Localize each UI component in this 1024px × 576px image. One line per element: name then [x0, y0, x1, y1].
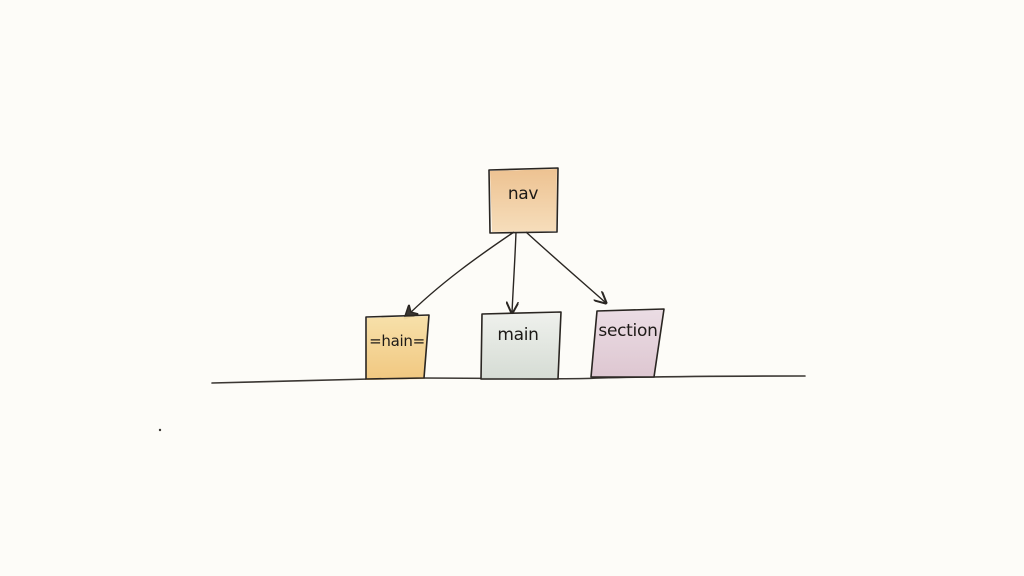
- edge-nav-section: [525, 231, 606, 303]
- node-section: section: [590, 308, 665, 378]
- ink-speck: [158, 428, 162, 432]
- node-label-section: section: [598, 321, 657, 341]
- node-label-main: main: [497, 325, 538, 345]
- node-hain: =hain=: [365, 314, 430, 380]
- edge-nav-hain: [405, 231, 515, 318]
- node-nav: nav: [488, 167, 559, 234]
- node-main: main: [480, 311, 562, 380]
- node-label-hain: =hain=: [369, 332, 425, 350]
- edge-nav-main: [512, 231, 516, 313]
- node-label-nav: nav: [508, 184, 539, 204]
- edges: [405, 231, 606, 318]
